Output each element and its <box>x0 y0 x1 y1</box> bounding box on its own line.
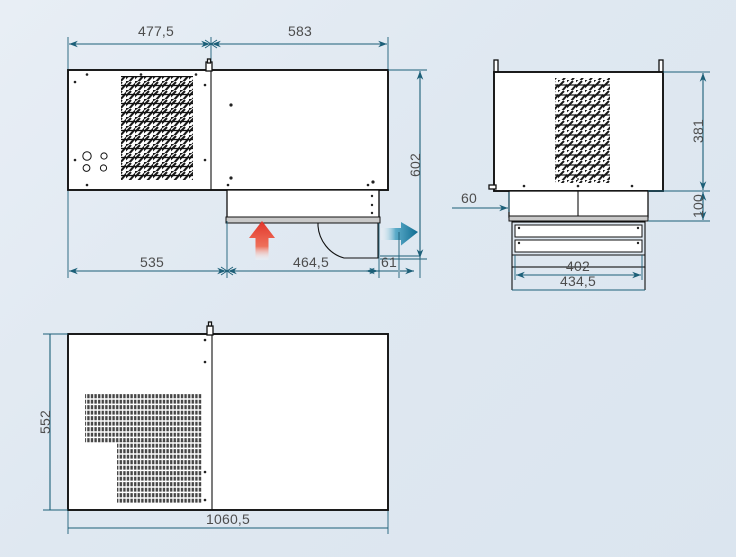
dim-side-height: 381 <box>690 119 706 143</box>
dim-front-height: 602 <box>407 153 423 177</box>
side-base-height-dimension-group <box>648 192 710 222</box>
condenser-coil-grille-front <box>121 76 193 180</box>
side-cabinet-body <box>488 71 664 192</box>
dim-side-base-height: 100 <box>690 194 706 218</box>
air-intake-arrow <box>249 221 275 260</box>
front-air-deflector <box>317 222 379 259</box>
dim-side-inner-width: 402 <box>566 258 590 274</box>
front-fastener-dots <box>73 73 375 187</box>
front-bottom-dimension-group <box>67 191 421 278</box>
front-cabinet-body <box>67 58 389 191</box>
dim-plan-length: 1060,5 <box>206 511 250 527</box>
plan-view: 552 1060,5 <box>37 321 389 534</box>
dim-plan-depth: 552 <box>37 410 53 434</box>
dim-front-bottom-middle: 464,5 <box>293 254 329 270</box>
front-top-dimension-group <box>67 37 389 72</box>
side-middle-section <box>508 190 649 222</box>
dim-front-bottom-left: 535 <box>140 254 164 270</box>
side-louver-base <box>511 221 646 290</box>
front-evaporator-housing <box>225 189 381 224</box>
plan-depth-dimension-group <box>43 333 68 511</box>
front-service-holes <box>82 151 108 172</box>
front-height-dimension-group <box>380 69 427 260</box>
side-inner-width-dimension-group <box>514 255 643 280</box>
dim-side-outer-width: 434,5 <box>560 273 596 289</box>
dim-front-bottom-right: 61 <box>381 254 397 270</box>
side-offset-dimension-group <box>452 192 510 212</box>
dim-side-offset: 60 <box>461 190 477 206</box>
air-discharge-arrow <box>381 222 418 246</box>
side-height-dimension-group <box>648 71 710 192</box>
dim-front-top-right: 583 <box>288 23 312 39</box>
side-view: 381 100 60 402 434,5 <box>452 59 710 291</box>
front-view: 477,5 583 602 535 464,5 61 <box>67 23 427 278</box>
plan-length-dimension-group <box>67 511 389 534</box>
plan-evaporator-fins <box>85 393 202 503</box>
dim-front-top-left: 477,5 <box>138 23 174 39</box>
